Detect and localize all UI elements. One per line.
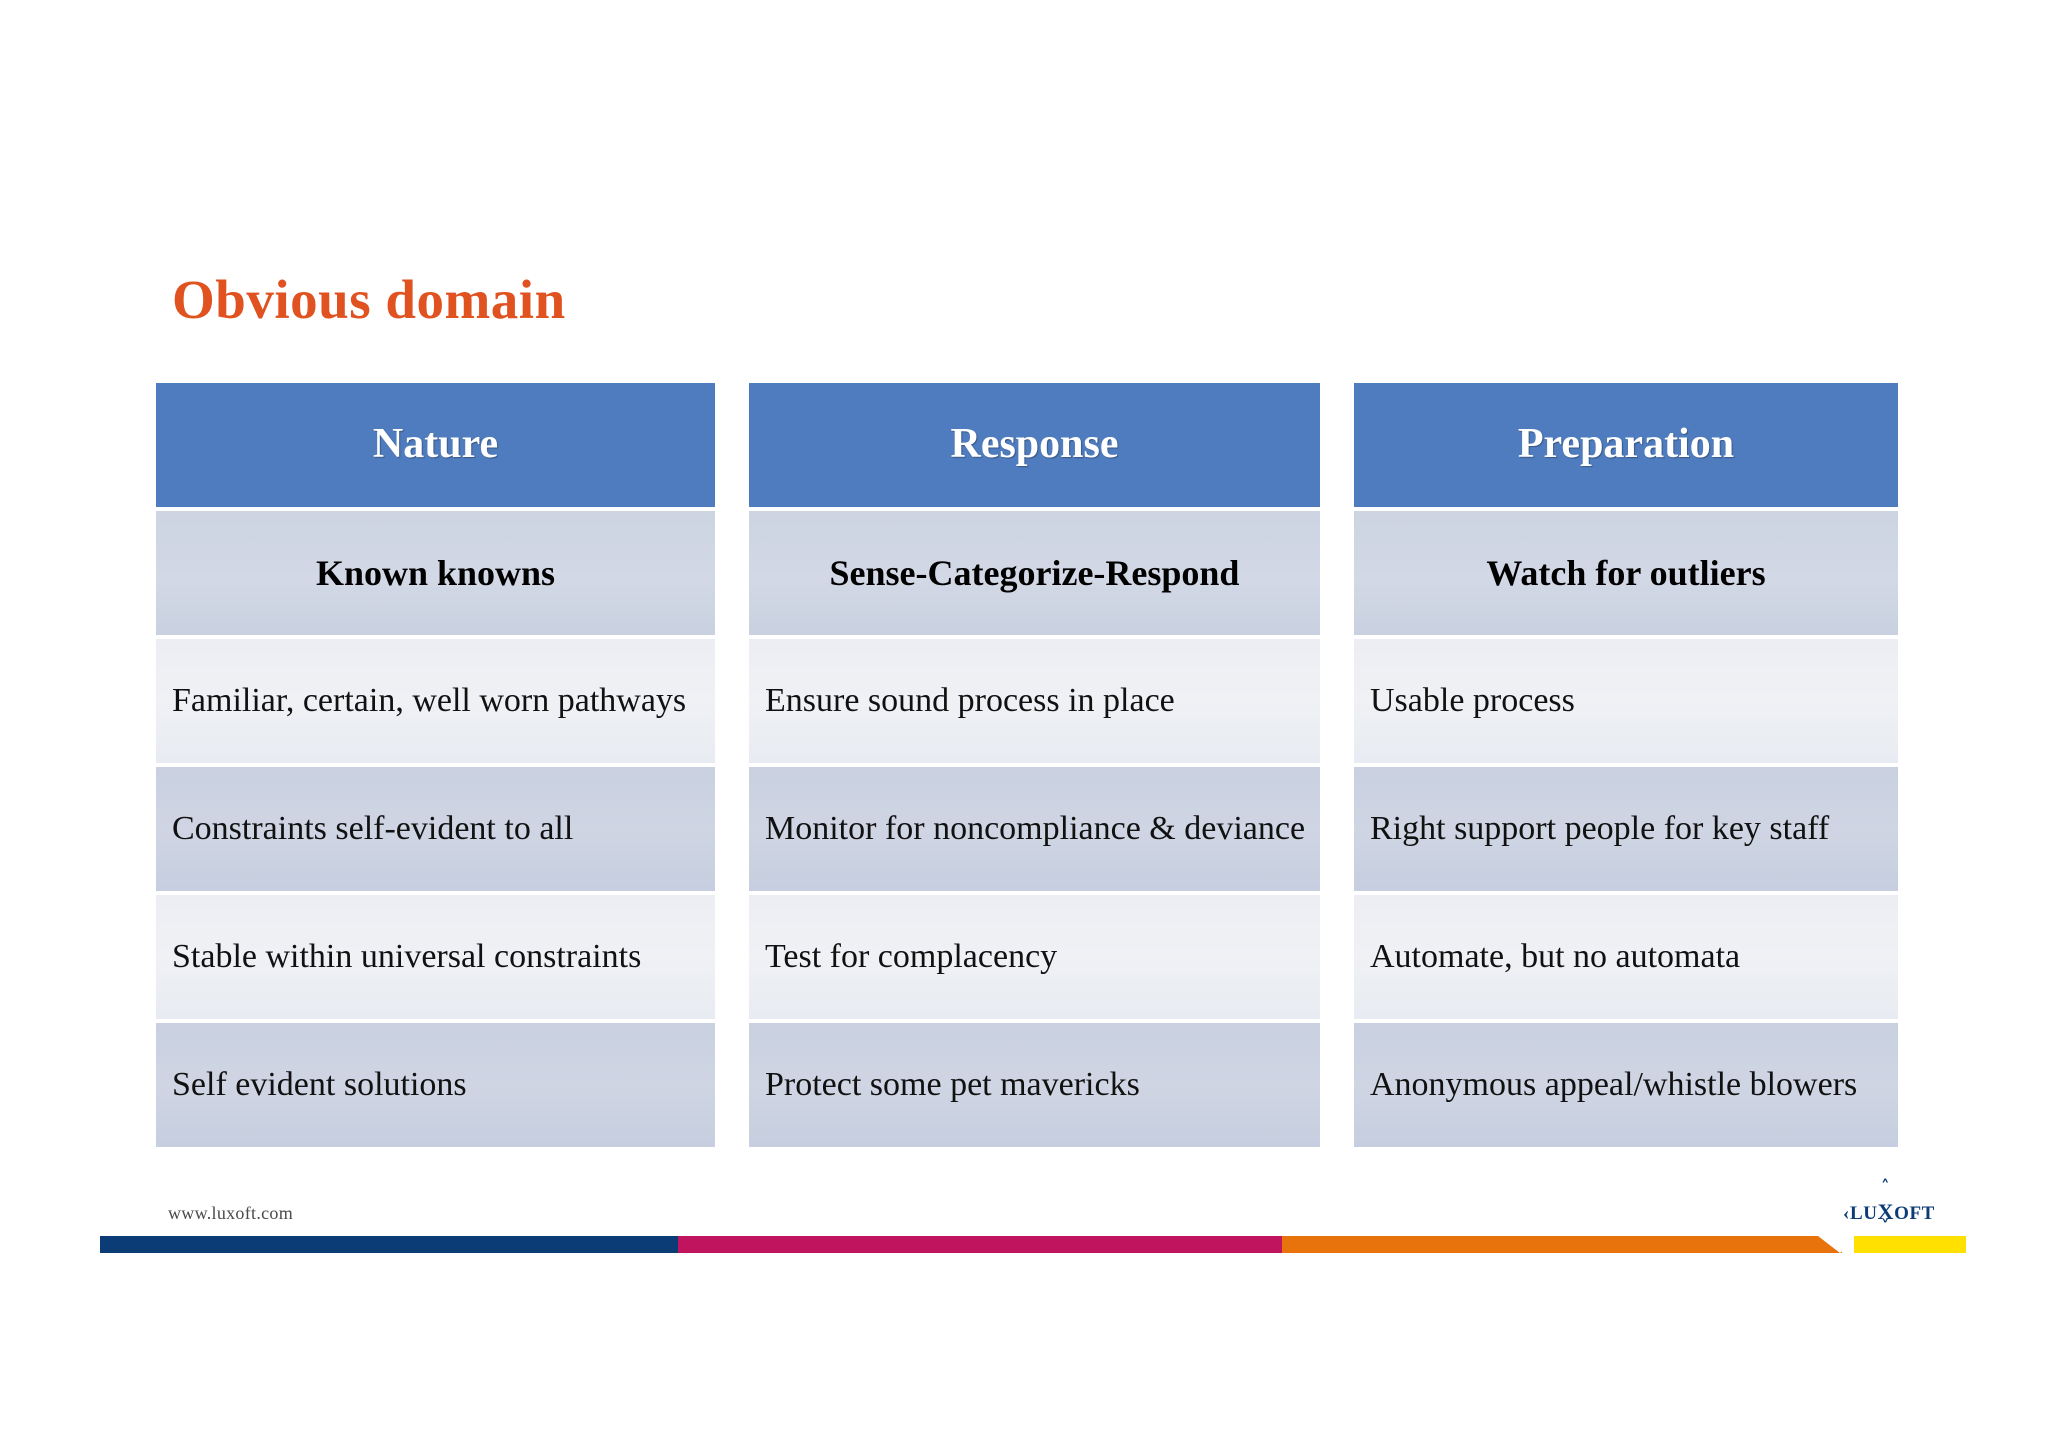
table-column-preparation: Preparation Watch for outliers Usable pr…: [1354, 383, 1898, 1161]
column-header-preparation: Preparation: [1354, 383, 1898, 507]
table-row: Anonymous appeal/whistle blowers: [1354, 1023, 1898, 1147]
table-row: Monitor for noncompliance & deviance: [749, 767, 1320, 891]
luxoft-wordmark: ‹LUXOFT: [1829, 1199, 1949, 1225]
footer-bar-segment-yellow: [1854, 1236, 1966, 1253]
footer-website-url: www.luxoft.com: [168, 1203, 294, 1223]
footer-color-bar: [100, 1236, 1966, 1253]
table-row: Test for complacency: [749, 895, 1320, 1019]
table-row: Protect some pet mavericks: [749, 1023, 1320, 1147]
table-row: Self evident solutions: [156, 1023, 715, 1147]
column-subheader-preparation: Watch for outliers: [1354, 511, 1898, 635]
table-row: Usable process: [1354, 639, 1898, 763]
chevron-up-icon: ˄: [1881, 1177, 1890, 1197]
table-column-response: Response Sense-Categorize-Respond Ensure…: [749, 383, 1320, 1161]
luxoft-wordmark-left: LU: [1849, 1203, 1878, 1224]
table-row: Right support people for key staff: [1354, 767, 1898, 891]
domain-matrix-table: Nature Known knowns Familiar, certain, w…: [156, 383, 1898, 1161]
chevron-down-icon: ˅: [1881, 1217, 1890, 1237]
column-subheader-nature: Known knowns: [156, 511, 715, 635]
luxoft-logo: ˄ ˅ ‹LUXOFT: [1829, 1177, 1949, 1239]
table-row: Stable within universal constraints: [156, 895, 715, 1019]
footer-bar-segment-orange: [1282, 1236, 1842, 1253]
chevron-left-icon: ‹: [1843, 1203, 1850, 1224]
footer-bar-segment-navy: [100, 1236, 678, 1253]
column-header-nature: Nature: [156, 383, 715, 507]
table-row: Constraints self-evident to all: [156, 767, 715, 891]
luxoft-wordmark-right: OFT: [1894, 1203, 1935, 1224]
table-row: Familiar, certain, well worn pathways: [156, 639, 715, 763]
column-subheader-response: Sense-Categorize-Respond: [749, 511, 1320, 635]
table-row: Ensure sound process in place: [749, 639, 1320, 763]
table-row: Automate, but no automata: [1354, 895, 1898, 1019]
luxoft-wordmark-x: X: [1877, 1199, 1895, 1224]
table-column-nature: Nature Known knowns Familiar, certain, w…: [156, 383, 715, 1161]
footer-bar-segment-magenta: [678, 1236, 1282, 1253]
page-title: Obvious domain: [172, 269, 566, 330]
column-header-response: Response: [749, 383, 1320, 507]
